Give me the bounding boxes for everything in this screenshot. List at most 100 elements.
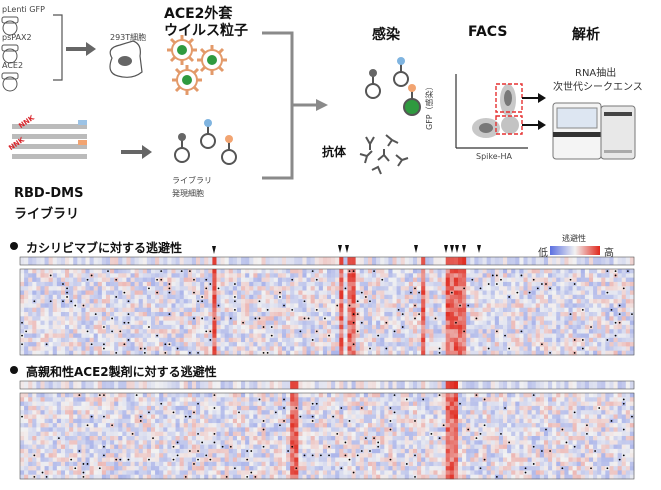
heatmap-cell bbox=[245, 312, 250, 317]
heatmap-cell bbox=[441, 410, 446, 415]
wildtype-dot bbox=[156, 291, 159, 294]
heatmap-cell bbox=[105, 290, 111, 296]
heatmap-cell bbox=[314, 269, 320, 274]
heatmap-cell bbox=[613, 299, 618, 304]
heatmap-cell bbox=[69, 350, 74, 356]
heatmap-cell bbox=[216, 342, 221, 347]
heatmap-cell bbox=[449, 277, 455, 283]
heatmap-cell bbox=[142, 337, 148, 343]
heatmap-cell bbox=[372, 312, 377, 317]
wildtype-dot bbox=[74, 304, 77, 307]
heatmap-cell bbox=[52, 350, 58, 356]
heatmap-cell bbox=[277, 427, 283, 432]
wildtype-dot bbox=[90, 415, 93, 418]
heatmap-cell bbox=[28, 320, 33, 326]
heatmap-summary-cell bbox=[179, 257, 185, 265]
wildtype-dot bbox=[450, 291, 453, 294]
wildtype-dot bbox=[495, 283, 498, 285]
wildtype-dot bbox=[188, 270, 191, 273]
heatmap-summary-cell bbox=[163, 257, 168, 265]
heatmap-cell bbox=[294, 423, 299, 428]
heatmap-cell bbox=[457, 423, 463, 428]
heatmap-cell bbox=[457, 294, 463, 300]
heatmap-cell bbox=[277, 393, 283, 398]
heatmap-cell bbox=[425, 324, 430, 330]
heatmap-cell bbox=[552, 414, 557, 420]
heatmap-cell bbox=[601, 320, 606, 326]
heatmap-summary-cell bbox=[273, 381, 279, 389]
wildtype-dot bbox=[201, 296, 204, 298]
heatmap-cell bbox=[535, 303, 541, 308]
heatmap-cell bbox=[478, 427, 483, 432]
heatmap-cell bbox=[384, 273, 389, 278]
heatmap-cell bbox=[208, 320, 213, 326]
heatmap-cell bbox=[490, 316, 496, 321]
heatmap-cell bbox=[367, 303, 373, 308]
heatmap-cell bbox=[474, 303, 479, 308]
heatmap-cell bbox=[593, 324, 598, 330]
heatmap-cell bbox=[445, 269, 451, 274]
heatmap-cell bbox=[507, 423, 512, 428]
heatmap-cell bbox=[310, 312, 316, 317]
heatmap-cell bbox=[425, 312, 430, 317]
heatmap-summary-cell bbox=[343, 257, 348, 265]
heatmap-cell bbox=[384, 294, 389, 300]
heatmap-cell bbox=[142, 393, 148, 398]
heatmap-cell bbox=[597, 410, 602, 415]
wildtype-dot bbox=[393, 330, 396, 333]
heatmap-cell bbox=[286, 269, 291, 274]
heatmap-cell bbox=[60, 303, 66, 308]
wildtype-dot bbox=[590, 326, 592, 328]
facs-plot bbox=[455, 74, 546, 149]
heatmap-cell bbox=[212, 414, 217, 420]
heatmap-cell bbox=[429, 281, 434, 287]
heatmap-cell bbox=[138, 269, 144, 274]
heatmap-cell bbox=[191, 431, 197, 437]
heatmap-cell bbox=[372, 401, 377, 407]
heatmap-cell bbox=[224, 294, 230, 300]
heatmap-cell bbox=[482, 290, 487, 296]
heatmap-summary-cell bbox=[588, 257, 594, 265]
heatmap-cell bbox=[196, 418, 201, 424]
heatmap-cell bbox=[138, 397, 144, 402]
heatmap-cell bbox=[249, 281, 254, 287]
heatmap-summary-cell bbox=[445, 381, 451, 389]
heatmap-cell bbox=[617, 346, 623, 351]
heatmap-cell bbox=[130, 281, 135, 287]
heatmap-cell bbox=[281, 307, 287, 313]
heatmap-cell bbox=[179, 427, 185, 432]
heatmap-cell bbox=[150, 405, 156, 411]
heatmap-cell bbox=[65, 397, 70, 402]
heatmap-cell bbox=[433, 281, 438, 287]
heatmap-cell bbox=[437, 414, 442, 420]
heatmap-cell bbox=[515, 312, 520, 317]
heatmap-cell bbox=[372, 427, 377, 432]
heatmap-summary-cell bbox=[159, 257, 164, 265]
heatmap-cell bbox=[597, 286, 602, 291]
wildtype-dot bbox=[581, 347, 584, 350]
heatmap-summary-cell bbox=[515, 257, 520, 265]
heatmap-cell bbox=[290, 320, 295, 326]
heatmap-cell bbox=[527, 277, 532, 283]
heatmap-cell bbox=[404, 418, 410, 424]
heatmap-cell bbox=[294, 401, 299, 407]
heatmap-cell bbox=[93, 418, 99, 424]
heatmap-cell bbox=[367, 405, 373, 411]
heatmap-cell bbox=[609, 397, 614, 402]
wildtype-dot bbox=[262, 351, 265, 354]
wildtype-dot bbox=[414, 304, 416, 307]
heatmap-cell bbox=[478, 273, 483, 278]
heatmap-cell bbox=[584, 286, 590, 291]
heatmap-summary-cell bbox=[572, 381, 577, 389]
heatmap-cell bbox=[208, 303, 213, 308]
heatmap-cell bbox=[597, 329, 602, 334]
heatmap-cell bbox=[114, 427, 119, 432]
heatmap-cell bbox=[372, 423, 377, 428]
heatmap-cell bbox=[531, 324, 537, 330]
heatmap-cell bbox=[572, 303, 577, 308]
heatmap-cell bbox=[593, 410, 598, 415]
heatmap-cell bbox=[584, 269, 590, 274]
heatmap-cell bbox=[81, 273, 86, 278]
heatmap-cell bbox=[609, 269, 614, 274]
heatmap-cell bbox=[494, 393, 500, 398]
